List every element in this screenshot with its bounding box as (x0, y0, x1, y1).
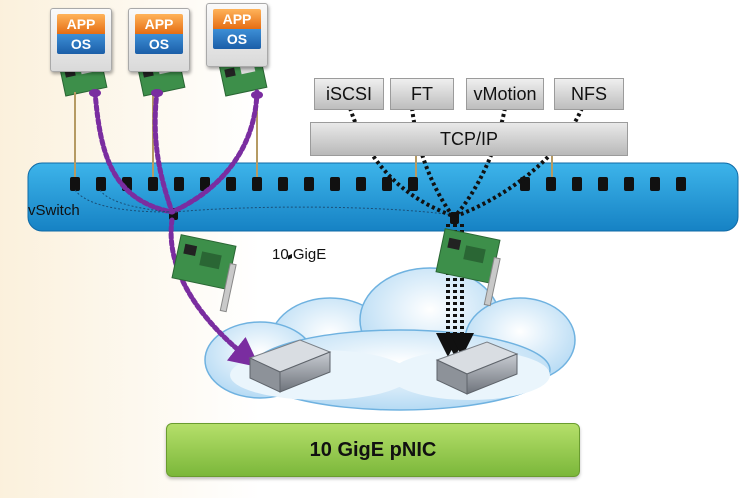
protocol-vmotion: vMotion (466, 78, 544, 110)
tcpip-stack: TCP/IP (310, 122, 628, 156)
network-card-icon (171, 234, 237, 313)
vm-traffic-paths (92, 89, 260, 368)
virtual-machine-1: APP OS (50, 8, 112, 72)
vm-os-label: OS (135, 34, 183, 54)
vm-app-label: APP (135, 14, 183, 34)
vm-os-label: OS (213, 29, 261, 49)
vm-app-label: APP (57, 14, 105, 34)
vm-os-label: OS (57, 34, 105, 54)
protocol-ft: FT (390, 78, 454, 110)
link-speed-label: 10 GigE (272, 246, 327, 263)
protocol-nfs: NFS (554, 78, 624, 110)
vswitch-internal-links (74, 189, 454, 216)
network-switch-icon (435, 341, 519, 395)
cloud-icon (204, 267, 576, 411)
network-card-icon (435, 228, 501, 307)
vswitch-label: vSwitch (28, 202, 80, 219)
virtual-machine-3: APP OS (206, 3, 268, 67)
pnic-banner: 10 GigE pNIC (166, 423, 580, 477)
vm-traffic-endpoints (89, 89, 263, 99)
virtual-machine-2: APP OS (128, 8, 190, 72)
vm-app-label: APP (213, 9, 261, 29)
network-switch-icon (248, 254, 332, 393)
protocol-iscsi: iSCSI (314, 78, 384, 110)
